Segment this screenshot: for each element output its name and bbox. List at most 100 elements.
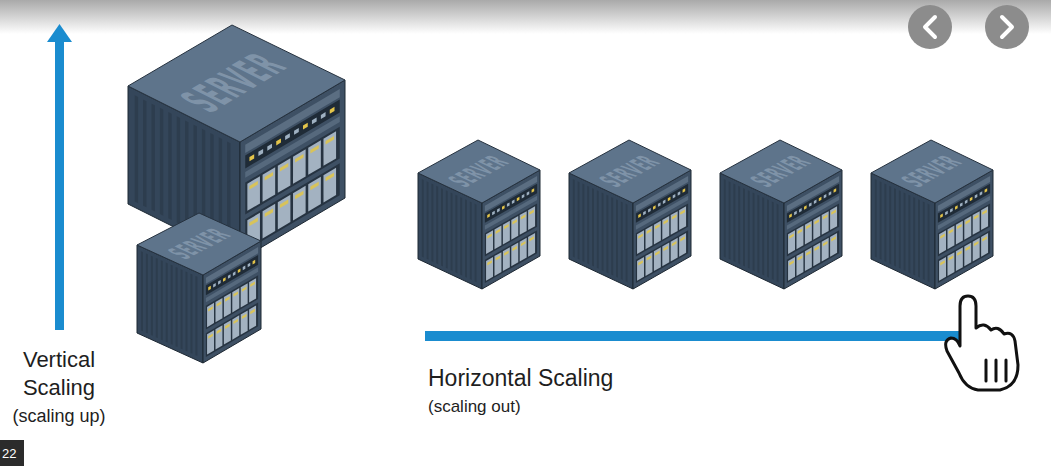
drive-led	[655, 224, 660, 229]
hand-cursor	[946, 296, 1018, 390]
drive-bay	[679, 206, 686, 230]
indicator-led	[527, 191, 530, 195]
vent-line	[151, 256, 153, 336]
drive-bay	[232, 315, 239, 339]
drive-led	[663, 219, 668, 224]
drive-bay	[511, 243, 518, 267]
indicator-led	[789, 214, 792, 218]
bay-frame	[787, 230, 839, 283]
vent-line	[146, 253, 148, 333]
server-cube	[569, 140, 691, 289]
drive-led	[233, 319, 238, 324]
drive-led	[949, 255, 954, 260]
indicator-led	[223, 277, 226, 282]
rack-details	[245, 89, 340, 251]
drive-bay	[323, 131, 336, 166]
indicator-led	[208, 286, 211, 291]
indicator-led	[258, 149, 263, 156]
drive-led	[798, 229, 803, 234]
indicator-led	[648, 208, 651, 212]
indicator-led	[683, 188, 686, 192]
drive-led	[672, 214, 677, 219]
indicator-led	[522, 194, 525, 198]
vertical-arrow-head	[47, 24, 72, 42]
vent-line	[460, 197, 462, 275]
vent-line	[743, 188, 745, 266]
drive-led	[982, 236, 987, 241]
drive-led	[965, 246, 970, 251]
indicator-led	[678, 191, 681, 195]
bay-frame	[245, 163, 340, 251]
vent-line	[724, 179, 726, 257]
vent-line	[913, 197, 915, 275]
drive-bay	[947, 252, 954, 276]
drive-bay	[263, 167, 276, 202]
drive-bay	[486, 230, 493, 254]
drive-bay	[788, 230, 795, 254]
indicator-led	[829, 191, 832, 195]
axis-title: Vertical Scaling	[4, 346, 114, 402]
vent-line	[161, 260, 163, 340]
drive-led	[982, 210, 987, 215]
drive-led	[974, 214, 979, 219]
server-word: SERVER	[745, 152, 816, 189]
indicator-led	[940, 214, 943, 218]
indicator-led	[517, 197, 520, 201]
rack-details	[787, 176, 839, 283]
server-cube	[418, 140, 540, 289]
vent-line	[908, 195, 910, 273]
prev-button	[908, 5, 952, 49]
drive-bay	[494, 252, 501, 276]
hand-line	[1005, 360, 1008, 381]
indicator-led	[673, 194, 676, 198]
indicator-led	[512, 200, 515, 204]
drive-bay	[822, 211, 829, 235]
drive-led	[940, 234, 945, 239]
vent-line	[626, 204, 628, 282]
vent-line	[616, 199, 618, 277]
drive-led	[814, 246, 819, 251]
vent-line	[181, 269, 183, 349]
vent-line	[875, 179, 877, 257]
drive-led	[789, 234, 794, 239]
vent-line	[152, 104, 155, 212]
drive-led	[217, 329, 222, 334]
vent-line	[441, 188, 443, 266]
drive-bay	[224, 293, 231, 317]
drive-bay	[788, 257, 795, 281]
drive-bay	[503, 221, 510, 245]
vent-line	[582, 184, 584, 262]
indicator-led	[492, 211, 495, 215]
drive-bay	[939, 230, 946, 254]
drive-led	[663, 246, 668, 251]
drive-bay	[939, 257, 946, 281]
drive-bay	[263, 204, 276, 239]
drive-bay	[247, 176, 260, 211]
vent-line	[753, 193, 755, 271]
server-word: SERVER	[163, 225, 237, 261]
vent-line	[880, 181, 882, 259]
drive-led	[496, 229, 501, 234]
indicator-led	[960, 202, 963, 206]
indicator-led	[249, 154, 254, 161]
vent-line	[621, 202, 623, 280]
indicator-led	[819, 197, 822, 201]
drive-led	[957, 224, 962, 229]
drive-bay	[645, 252, 652, 276]
drive-led	[310, 182, 318, 190]
vent-line	[427, 181, 429, 259]
indicator-led	[487, 214, 490, 218]
drive-led	[310, 145, 318, 153]
drive-bay	[662, 243, 669, 267]
indicator-led	[253, 260, 256, 265]
vent-line	[176, 267, 178, 347]
indicator-led	[276, 138, 281, 145]
drive-led	[295, 191, 303, 200]
vent-line	[195, 276, 197, 356]
indicator-led	[532, 188, 535, 192]
bay-frame	[938, 230, 990, 283]
indicator-led	[663, 200, 666, 204]
drive-bay	[796, 252, 803, 276]
drive-bay	[293, 149, 306, 184]
